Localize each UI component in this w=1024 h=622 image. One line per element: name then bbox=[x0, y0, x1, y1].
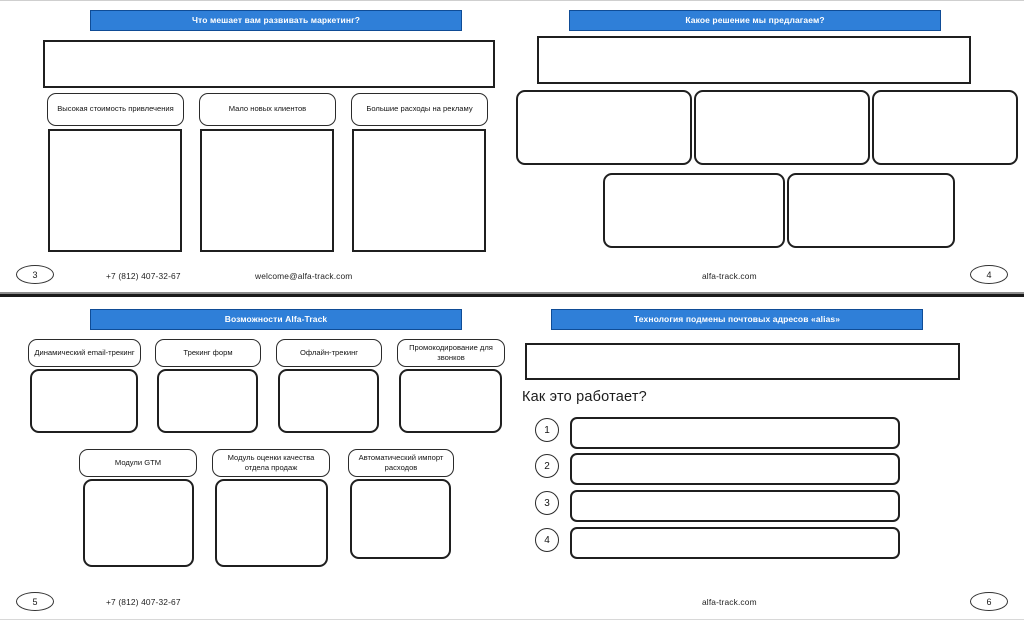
slide-6-step-box-2[interactable] bbox=[570, 453, 900, 485]
slide-6-lead-box[interactable] bbox=[525, 343, 960, 380]
slide-5-feature-label-5: Модули GTM bbox=[79, 449, 197, 477]
page-top-rule bbox=[0, 0, 1024, 1]
slide-3-page-badge: 3 bbox=[16, 265, 54, 284]
slide-6-step-number-2: 2 bbox=[535, 454, 559, 478]
slide-5-feature-body-5[interactable] bbox=[83, 479, 194, 567]
panel-divider bbox=[0, 294, 1024, 297]
slide-5-feature-label-1: Динамический email-трекинг bbox=[28, 339, 141, 367]
slide-3-column-label-2: Мало новых клиентов bbox=[199, 93, 336, 126]
slide-5-feature-label-4: Промокодирование для звонков bbox=[397, 339, 505, 367]
slide-6-step-number-4: 4 bbox=[535, 528, 559, 552]
slide-5-footer-phone: +7 (812) 407-32-67 bbox=[106, 597, 181, 607]
slide-4-lead-box[interactable] bbox=[537, 36, 971, 84]
slide-4-row2-box-1[interactable] bbox=[603, 173, 785, 248]
slide-panel-3: Что мешает вам развивать маркетинг? Высо… bbox=[0, 2, 512, 293]
slide-5-feature-body-2[interactable] bbox=[157, 369, 258, 433]
slide-6-step-number-3: 3 bbox=[535, 491, 559, 515]
slide-5-feature-label-6: Модуль оценки качества отдела продаж bbox=[212, 449, 330, 477]
slide-4-footer-website: alfa-track.com bbox=[702, 271, 757, 281]
slide-3-footer-email: welcome@alfa-track.com bbox=[255, 271, 353, 281]
slide-5-page-badge: 5 bbox=[16, 592, 54, 611]
slide-4-row1-box-2[interactable] bbox=[694, 90, 870, 165]
slide-5-feature-body-4[interactable] bbox=[399, 369, 502, 433]
slide-5-title-bar: Возможности Alfa-Track bbox=[90, 309, 462, 330]
slide-3-column-label-3: Большие расходы на рекламу bbox=[351, 93, 488, 126]
slide-5-feature-label-3: Офлайн-трекинг bbox=[276, 339, 382, 367]
slide-5-feature-body-3[interactable] bbox=[278, 369, 379, 433]
slide-6-section-heading: Как это работает? bbox=[522, 389, 647, 405]
slide-6-step-box-1[interactable] bbox=[570, 417, 900, 449]
slide-3-lead-box[interactable] bbox=[43, 40, 495, 88]
slide-3-column-body-1[interactable] bbox=[48, 129, 182, 252]
slide-6-step-box-4[interactable] bbox=[570, 527, 900, 559]
slide-5-feature-body-6[interactable] bbox=[215, 479, 328, 567]
slide-3-footer-phone: +7 (812) 407-32-67 bbox=[106, 271, 181, 281]
slide-6-footer-website: alfa-track.com bbox=[702, 597, 757, 607]
slide-panel-6: Технология подмены почтовых адресов «ali… bbox=[512, 298, 1024, 619]
slide-4-page-badge: 4 bbox=[970, 265, 1008, 284]
slide-3-column-body-3[interactable] bbox=[352, 129, 486, 252]
slide-6-page-badge: 6 bbox=[970, 592, 1008, 611]
slide-4-row1-box-1[interactable] bbox=[516, 90, 692, 165]
slide-5-feature-label-7: Автоматический импорт расходов bbox=[348, 449, 454, 477]
panel-divider-soft bbox=[0, 292, 1024, 294]
slide-4-title-bar: Какое решение мы предлагаем? bbox=[569, 10, 941, 31]
slide-panel-4: Какое решение мы предлагаем? alfa-track.… bbox=[512, 2, 1024, 293]
slide-5-feature-body-7[interactable] bbox=[350, 479, 451, 559]
slide-4-row2-box-2[interactable] bbox=[787, 173, 955, 248]
slide-5-feature-label-2: Трекинг форм bbox=[155, 339, 261, 367]
slide-6-step-number-1: 1 bbox=[535, 418, 559, 442]
slide-5-feature-body-1[interactable] bbox=[30, 369, 138, 433]
slide-panel-5: Возможности Alfa-Track Динамический emai… bbox=[0, 298, 512, 619]
slide-3-column-label-1: Высокая стоимость привлечения bbox=[47, 93, 184, 126]
slide-6-step-box-3[interactable] bbox=[570, 490, 900, 522]
slide-3-column-body-2[interactable] bbox=[200, 129, 334, 252]
page-bottom-rule bbox=[0, 619, 1024, 620]
slide-6-title-bar: Технология подмены почтовых адресов «ali… bbox=[551, 309, 923, 330]
slide-4-row1-box-3[interactable] bbox=[872, 90, 1018, 165]
slide-3-title-bar: Что мешает вам развивать маркетинг? bbox=[90, 10, 462, 31]
